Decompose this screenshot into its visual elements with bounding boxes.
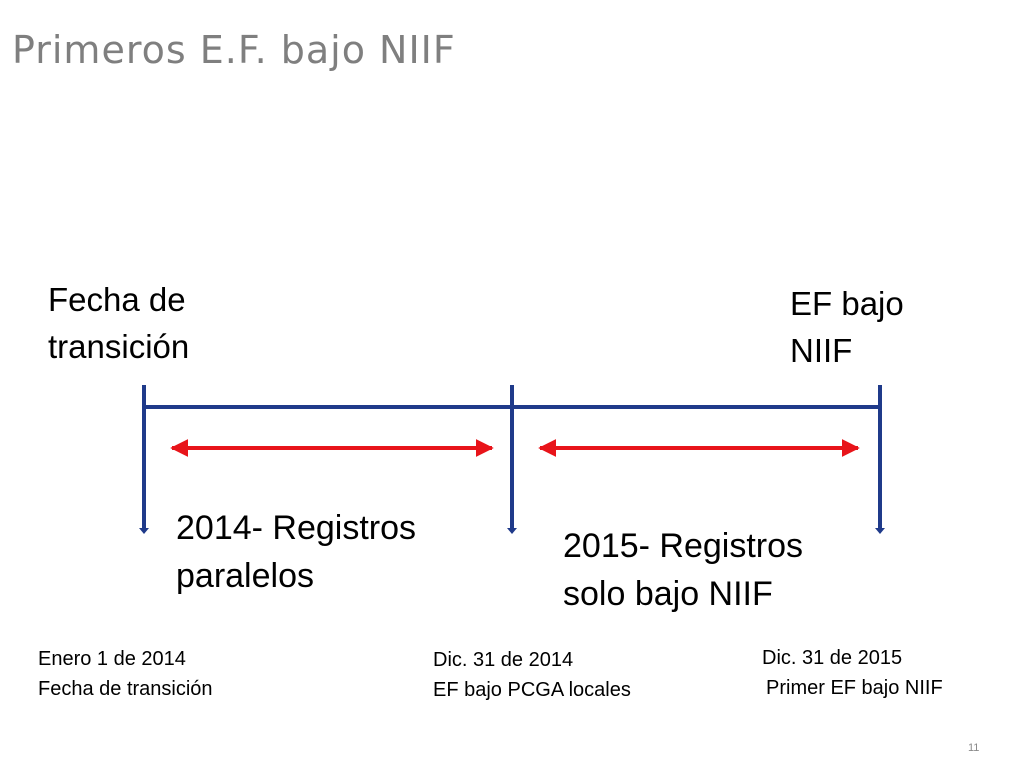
label-line: Dic. 31 de 2014 (433, 649, 574, 671)
label-line: EF bajo (790, 285, 904, 322)
label-line: solo bajo NIIF (563, 575, 773, 613)
label-period-2014: 2014- Registros paralelos (176, 504, 416, 600)
label-line: paralelos (176, 557, 314, 595)
label-line: Primer EF bajo NIIF (766, 677, 943, 699)
label-line: 2015- Registros (563, 527, 804, 565)
label-line: EF bajo PCGA locales (433, 679, 631, 701)
label-date-start: Enero 1 de 2014 Fecha de transición (38, 644, 213, 704)
label-line: Fecha de (48, 281, 186, 318)
label-date-mid: Dic. 31 de 2014 EF bajo PCGA locales (433, 645, 631, 705)
label-line: NIIF (790, 332, 853, 369)
label-line: Enero 1 de 2014 (38, 648, 186, 670)
tick-end-end-mark (875, 528, 885, 534)
slide-title: Primeros E.F. bajo NIIF (12, 28, 456, 72)
label-line: Dic. 31 de 2015 (762, 647, 903, 669)
label-line: 2014- Registros (176, 509, 417, 547)
label-line: transición (48, 328, 190, 365)
page-number: 11 (968, 742, 980, 754)
label-ef-bajo-niif: EF bajo NIIF (790, 280, 904, 374)
label-line: Fecha de transición (38, 678, 213, 700)
tick-mid-end-mark (507, 528, 517, 534)
tick-start-end-mark (139, 528, 149, 534)
label-fecha-transicion: Fecha de transición (48, 276, 189, 370)
label-period-2015: 2015- Registros solo bajo NIIF (563, 522, 803, 618)
label-date-end: Dic. 31 de 2015 Primer EF bajo NIIF (762, 643, 943, 703)
